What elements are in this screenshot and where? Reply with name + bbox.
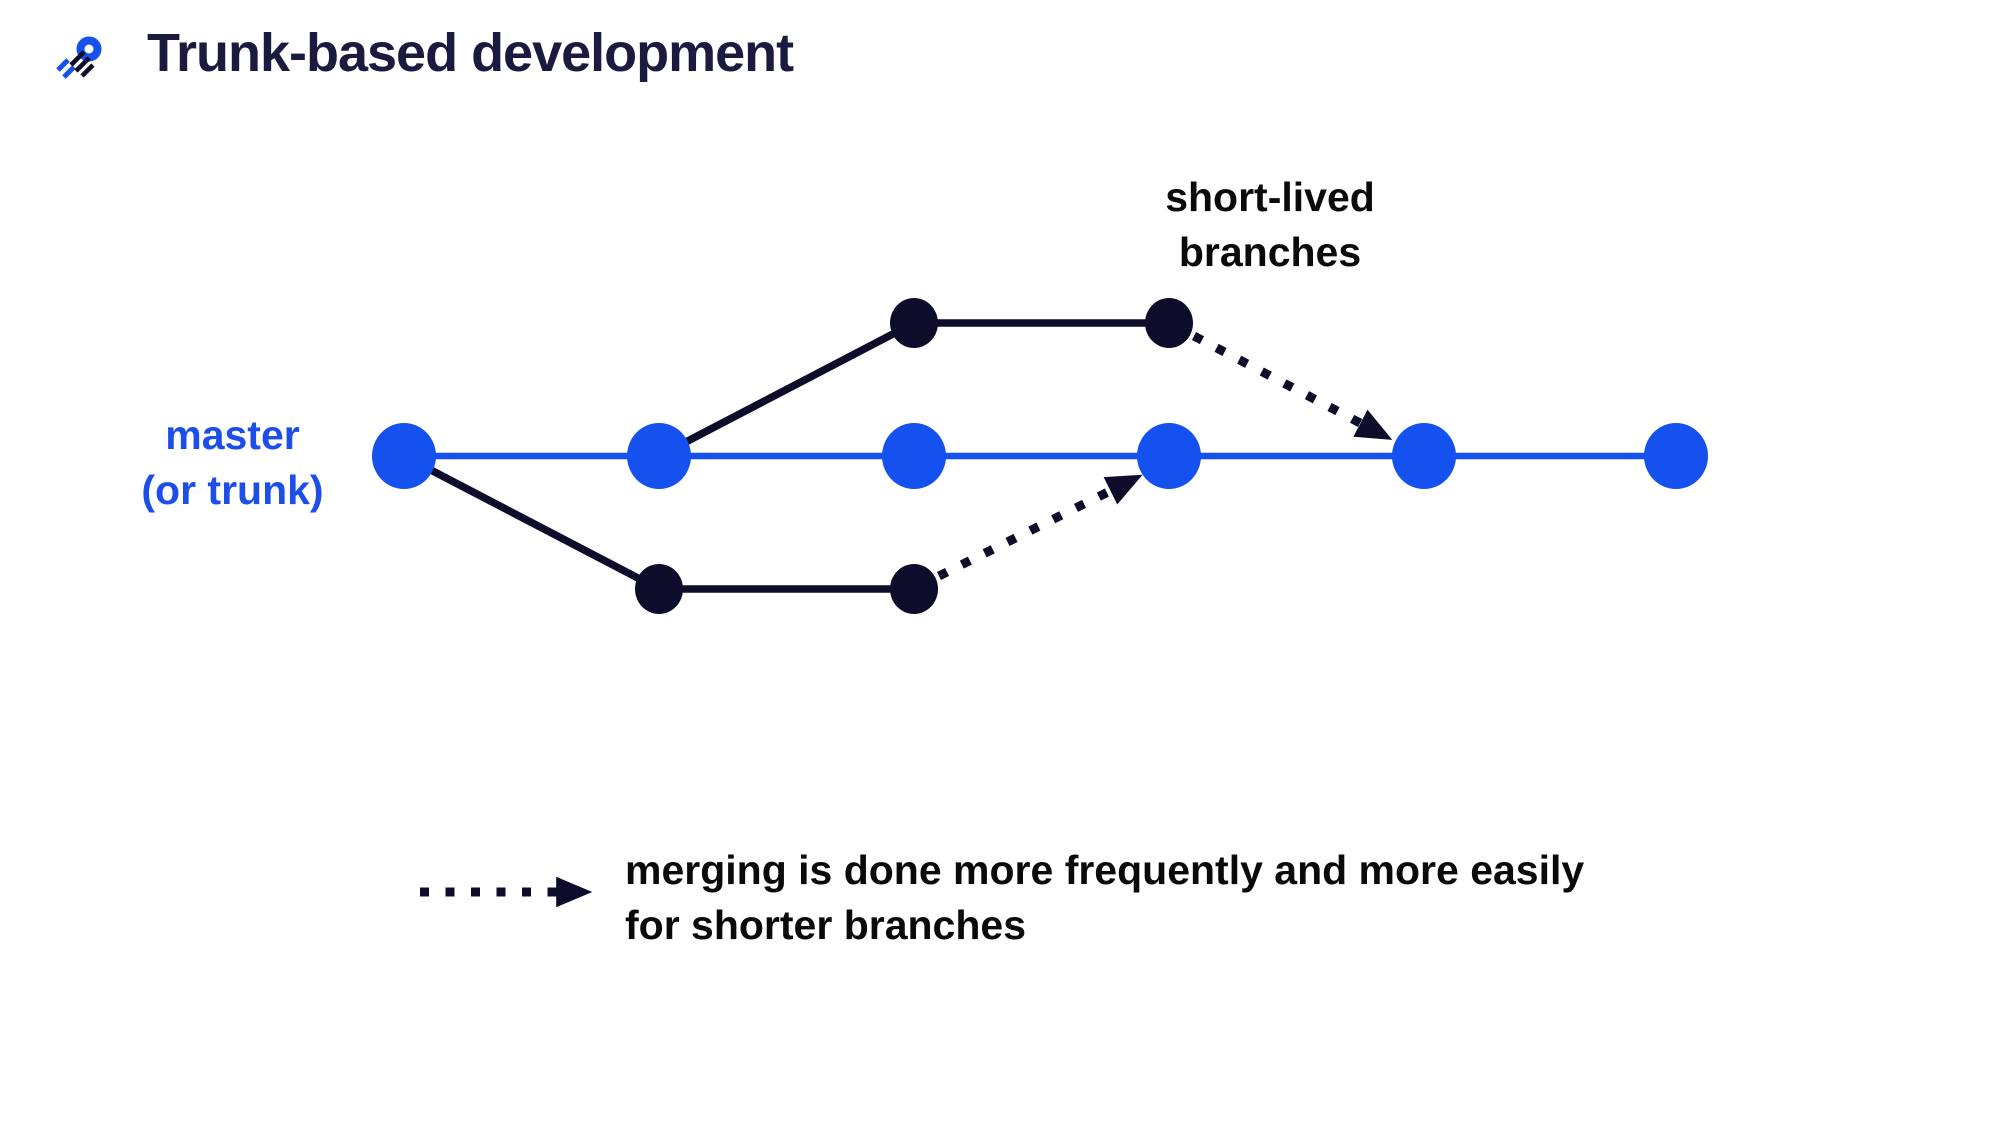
comet-icon: [55, 26, 103, 85]
master-branch-label: master (or trunk): [100, 408, 365, 518]
master-commit-node: [1392, 423, 1456, 489]
short-lived-label-line1: short-lived: [1165, 174, 1375, 220]
master-branch-label-line2: (or trunk): [141, 467, 324, 513]
page-title: Trunk-based development: [147, 23, 794, 83]
lower-merge-arrow: [936, 474, 1143, 581]
branch-commit-node: [635, 564, 683, 614]
master-commit-node: [372, 423, 436, 489]
master-commit-node: [627, 423, 691, 489]
fork-to-lower-branch: [402, 452, 661, 593]
legend-caption: merging is done more frequently and more…: [625, 843, 1584, 953]
master-commit-node: [1137, 423, 1201, 489]
short-lived-label-line2: branches: [1178, 229, 1362, 275]
short-lived-branches-label: short-lived branches: [1110, 170, 1430, 280]
master-branch-label-line1: master: [165, 412, 300, 458]
fork-to-upper-branch: [657, 319, 916, 460]
master-commit-node: [882, 423, 946, 489]
header: Trunk-based development: [55, 23, 794, 85]
branch-commit-node: [1145, 298, 1193, 348]
legend-caption-line2: for shorter branches: [625, 902, 1026, 948]
branch-commit-node: [890, 298, 938, 348]
legend-caption-line1: merging is done more frequently and more…: [625, 847, 1585, 893]
upper-merge-arrow: [1191, 332, 1393, 440]
branch-commit-node: [890, 564, 938, 614]
master-commit-node: [1644, 423, 1708, 489]
